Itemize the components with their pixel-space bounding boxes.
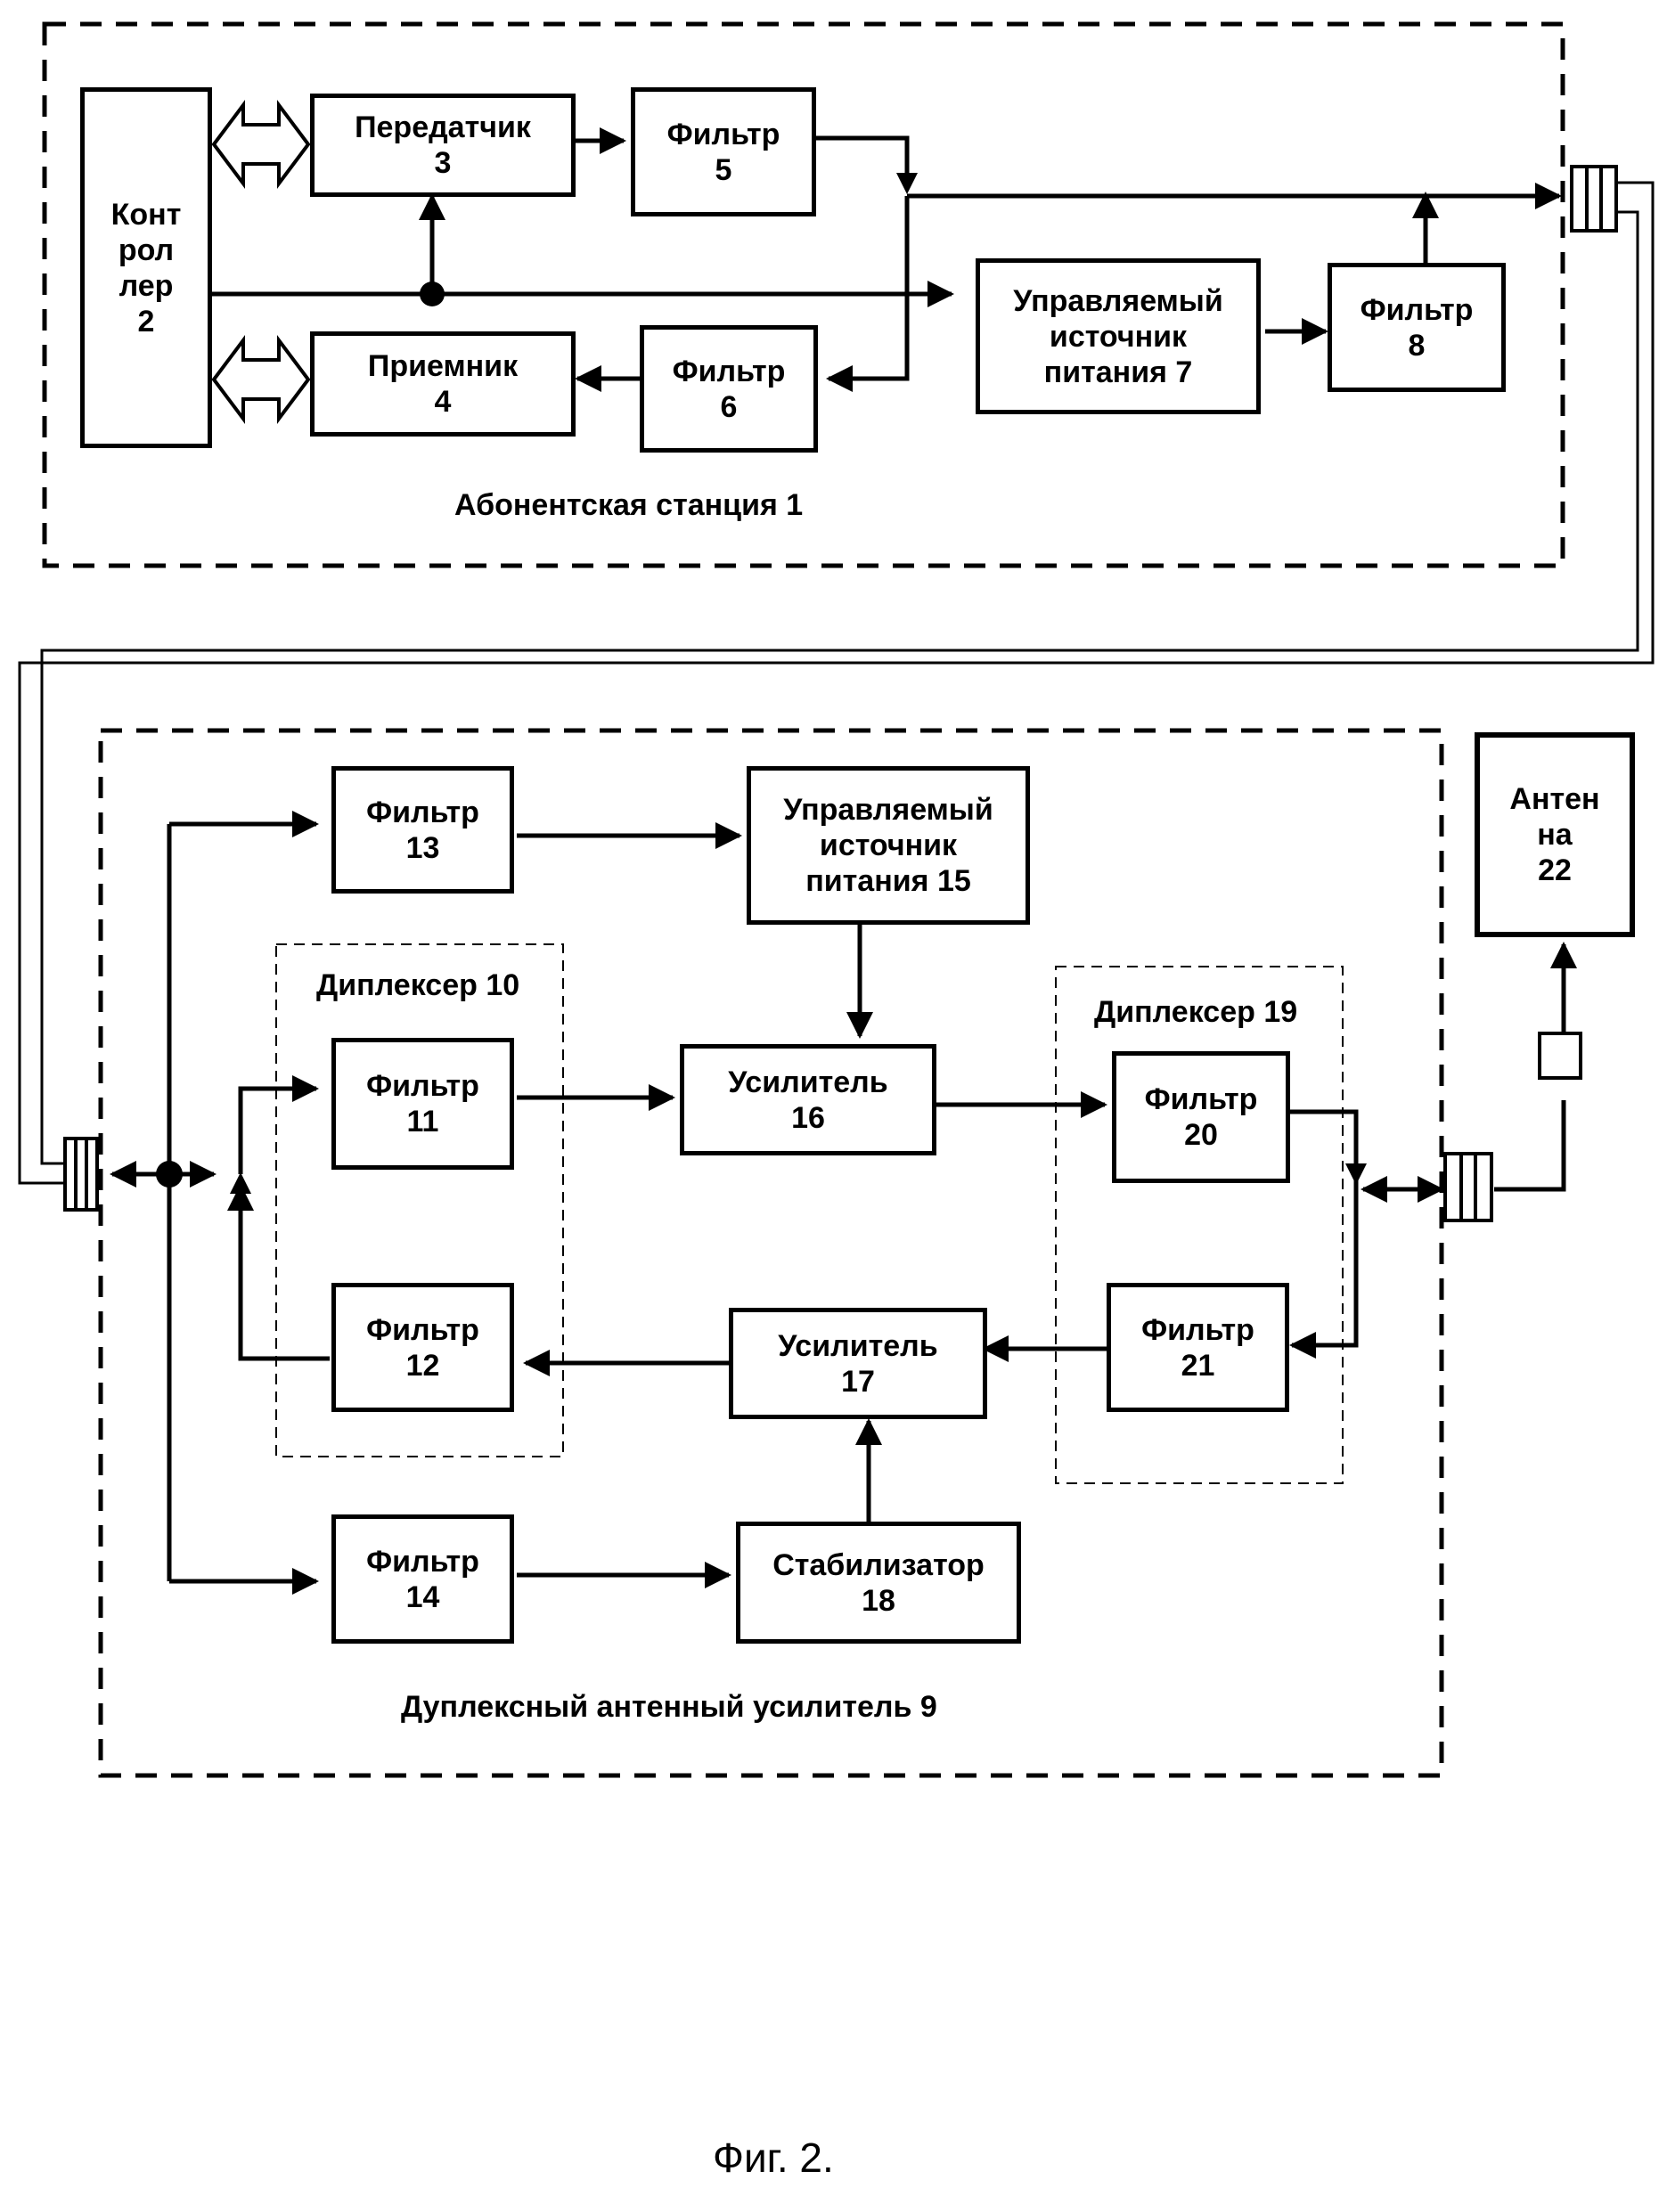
junction-arrow-diplexer-19	[1345, 1163, 1367, 1185]
filter-13-name: Фильтр	[366, 795, 479, 830]
antenna-line-1: Антен	[1509, 781, 1599, 817]
stabilizer-18-number: 18	[862, 1583, 895, 1619]
controller-line-2: рол	[118, 233, 174, 268]
junction-dot-controller	[420, 282, 445, 306]
filter-21-block: Фильтр 21	[1107, 1283, 1289, 1412]
filter-6-name: Фильтр	[673, 354, 786, 389]
filter-11-number: 11	[407, 1104, 439, 1139]
controller-receiver-bus	[214, 340, 308, 419]
antenna-connector	[1445, 1154, 1491, 1220]
filter-8-name: Фильтр	[1361, 292, 1474, 328]
figure-caption: Фиг. 2.	[713, 2134, 834, 2182]
amplifier-input-connector	[65, 1139, 97, 1210]
receiver-name: Приемник	[368, 348, 518, 384]
controller-line-4: 2	[138, 304, 155, 339]
receiver-number: 4	[435, 384, 452, 420]
filter-8-number: 8	[1409, 328, 1426, 363]
filter-21-name: Фильтр	[1141, 1312, 1254, 1348]
amplifier-17-block: Усилитель 17	[729, 1308, 987, 1419]
transmitter-name: Передатчик	[355, 110, 531, 145]
filter-6-number: 6	[721, 389, 738, 425]
filter-12-number: 12	[406, 1348, 440, 1384]
amplifier-label: Дуплексный антенный усилитель 9	[401, 1690, 937, 1725]
amplifier-16-block: Усилитель 16	[680, 1044, 936, 1155]
power-supply-15-block: Управляемый источник питания 15	[747, 766, 1030, 925]
station-connector	[1572, 167, 1616, 231]
amplifier-16-number: 16	[791, 1100, 825, 1136]
filter-14-name: Фильтр	[366, 1544, 479, 1579]
power-supply-15-line-2: источник	[820, 828, 957, 863]
controller-line-1: Конт	[111, 197, 182, 233]
amplifier-17-name: Усилитель	[778, 1328, 937, 1364]
filter-5-name: Фильтр	[667, 117, 780, 152]
amplifier-17-number: 17	[841, 1364, 875, 1400]
antenna-line-3: 22	[1538, 853, 1572, 888]
stabilizer-18-name: Стабилизатор	[772, 1547, 985, 1583]
diplexer-19-label: Диплексер 19	[1094, 995, 1297, 1030]
filter-11-name: Фильтр	[366, 1068, 479, 1104]
station-label: Абонентская станция 1	[454, 488, 803, 523]
power-supply-15-line-1: Управляемый	[783, 792, 993, 828]
filter-5-block: Фильтр 5	[631, 87, 816, 216]
power-supply-7-line-2: источник	[1050, 319, 1187, 355]
filter-14-number: 14	[406, 1579, 440, 1615]
filter-12-name: Фильтр	[366, 1312, 479, 1348]
filter-6-block: Фильтр 6	[640, 325, 818, 453]
stabilizer-18-block: Стабилизатор 18	[736, 1522, 1021, 1644]
filter-14-block: Фильтр 14	[331, 1514, 514, 1644]
filter-20-number: 20	[1184, 1117, 1218, 1153]
power-supply-7-line-3: питания 7	[1044, 355, 1193, 390]
junction-dot-amplifier	[156, 1161, 183, 1188]
amplifier-wires	[112, 824, 1564, 1581]
filter-12-block: Фильтр 12	[331, 1283, 514, 1412]
antenna-feed-box	[1540, 1033, 1581, 1078]
antenna-line-2: на	[1537, 817, 1572, 853]
filter-20-block: Фильтр 20	[1112, 1051, 1290, 1183]
power-supply-15-line-3: питания 15	[805, 863, 971, 899]
power-supply-7-line-1: Управляемый	[1013, 283, 1223, 319]
amplifier-16-name: Усилитель	[728, 1065, 887, 1100]
transmitter-block: Передатчик 3	[310, 94, 576, 197]
filter-8-block: Фильтр 8	[1328, 263, 1506, 392]
controller-line-3: лер	[119, 268, 174, 304]
filter-13-block: Фильтр 13	[331, 766, 514, 894]
filter-20-name: Фильтр	[1145, 1082, 1258, 1117]
controller-transmitter-bus	[214, 105, 308, 184]
receiver-block: Приемник 4	[310, 331, 576, 437]
filter-13-number: 13	[406, 830, 440, 866]
filter-21-number: 21	[1181, 1348, 1215, 1384]
diplexer-10-label: Диплексер 10	[316, 968, 519, 1003]
antenna-block: Антен на 22	[1475, 732, 1635, 937]
controller-block: Конт рол лер 2	[80, 87, 212, 448]
filter-11-block: Фильтр 11	[331, 1038, 514, 1170]
junction-arrow-diplexer-10	[230, 1172, 251, 1194]
transmitter-number: 3	[435, 145, 452, 181]
power-supply-7-block: Управляемый источник питания 7	[976, 258, 1261, 414]
junction-arrow-station	[896, 173, 918, 194]
filter-5-number: 5	[715, 152, 732, 188]
